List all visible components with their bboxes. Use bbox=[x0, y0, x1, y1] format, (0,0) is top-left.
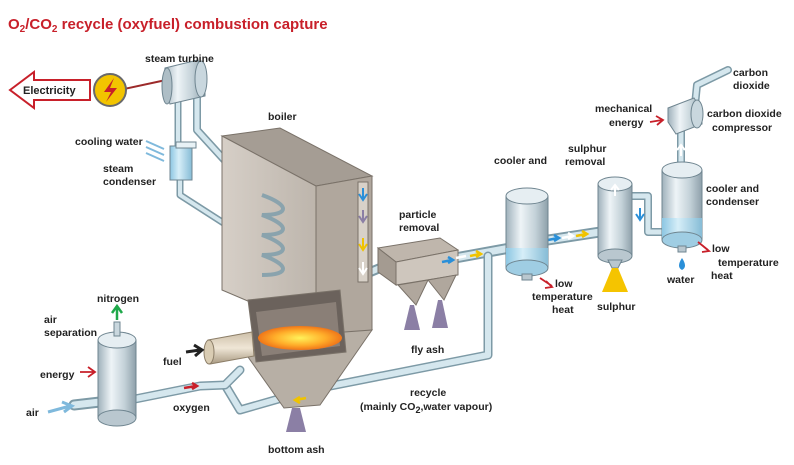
co2-compressor-label-2: compressor bbox=[712, 122, 772, 134]
cooler-condenser-label-2: condenser bbox=[706, 196, 759, 208]
sulphur-label: sulphur bbox=[597, 301, 636, 313]
fly-ash-pile-2 bbox=[432, 300, 448, 328]
condenser-up-arrow bbox=[676, 143, 686, 156]
oxygen-label: oxygen bbox=[173, 402, 210, 414]
fuel-arrow bbox=[185, 343, 205, 358]
low-temp-heat-1-b: temperature bbox=[532, 291, 593, 303]
sulphur-up-arrow bbox=[610, 183, 620, 196]
energy-label: energy bbox=[40, 369, 75, 381]
recycle-arrow-white bbox=[358, 383, 373, 393]
fuel-pipe bbox=[203, 331, 255, 365]
energy-arrow bbox=[80, 366, 97, 378]
particle-removal-unit bbox=[376, 237, 460, 306]
lightning-icon bbox=[104, 78, 117, 102]
fly-ash-pile-1 bbox=[404, 305, 420, 330]
bottom-ash-label: bottom ash bbox=[268, 444, 325, 456]
water-label: water bbox=[666, 274, 694, 286]
electricity-label: Electricity bbox=[23, 85, 76, 97]
fly-ash-label: fly ash bbox=[411, 344, 444, 356]
co2-compressor bbox=[667, 97, 704, 135]
oxygen-arrow bbox=[183, 381, 200, 391]
steam-condenser bbox=[169, 141, 197, 181]
steam-condenser-label-1: steam bbox=[103, 163, 133, 175]
particle-removal-label-2: removal bbox=[399, 222, 439, 234]
gas-flow-arrows bbox=[441, 229, 590, 265]
sulphur-pile bbox=[602, 268, 628, 292]
boiler-label: boiler bbox=[268, 111, 297, 123]
mechanical-energy-label-2: energy bbox=[609, 117, 644, 129]
co2-compressor-label-1: carbon dioxide bbox=[707, 108, 782, 120]
cooler-condenser-vessel bbox=[661, 161, 703, 253]
low-temp-heat-2-a: low bbox=[712, 243, 730, 255]
sulphur-removal-label-2: removal bbox=[565, 156, 605, 168]
water-drop-icon bbox=[679, 258, 685, 270]
heat-out-arrow-2 bbox=[697, 241, 712, 253]
cooler-vessel bbox=[505, 187, 549, 281]
recycle-label-2: (mainly CO2,water vapour) bbox=[360, 401, 492, 415]
flame bbox=[258, 326, 342, 350]
carbon-dioxide-label-1: carbon bbox=[733, 67, 768, 79]
particle-removal-label-1: particle bbox=[399, 209, 437, 221]
air-label: air bbox=[26, 407, 39, 419]
nitrogen-arrow bbox=[110, 303, 124, 320]
mechanical-energy-label-1: mechanical bbox=[595, 103, 652, 115]
cooler-label: cooler and bbox=[494, 155, 547, 167]
recycle-label-1: recycle bbox=[410, 387, 446, 399]
bottom-ash-pile bbox=[286, 408, 306, 432]
steam-condenser-label-2: condenser bbox=[103, 176, 156, 188]
air-separation-label-1: air bbox=[44, 314, 57, 326]
steam-turbine-label: steam turbine bbox=[145, 53, 214, 65]
boiler-flow-arrows bbox=[358, 188, 368, 276]
generator bbox=[93, 73, 127, 107]
fuel-label: fuel bbox=[163, 356, 182, 368]
cooler-condenser-label-1: cooler and bbox=[706, 183, 759, 195]
boiler bbox=[220, 127, 374, 409]
steam-turbine bbox=[161, 59, 208, 105]
generator-shaft bbox=[123, 79, 167, 90]
low-temp-heat-1-c: heat bbox=[552, 304, 574, 316]
recycle-arrow-yellow bbox=[292, 395, 307, 405]
low-temp-heat-2-c: heat bbox=[711, 270, 733, 282]
air-separation-vessel bbox=[97, 321, 137, 427]
heat-out-arrow-1 bbox=[539, 277, 554, 289]
sulphur-removal-label-1: sulphur bbox=[568, 143, 607, 155]
air-inlet-arrow bbox=[47, 400, 76, 414]
carbon-dioxide-label-2: dioxide bbox=[733, 80, 770, 92]
mechanical-energy-arrow bbox=[649, 115, 665, 126]
low-temp-heat-1-a: low bbox=[555, 278, 573, 290]
nitrogen-label: nitrogen bbox=[97, 293, 139, 305]
low-temp-heat-2-b: temperature bbox=[718, 257, 779, 269]
cooling-water-label: cooling water bbox=[75, 136, 143, 148]
cooling-water-arrows bbox=[145, 140, 165, 162]
diagram-title: O2/CO2 recycle (oxyfuel) combustion capt… bbox=[8, 16, 328, 35]
air-separation-label-2: separation bbox=[44, 327, 97, 339]
sulphur-down-arrow bbox=[635, 208, 645, 222]
electricity-arrow: Electricity bbox=[8, 70, 91, 110]
